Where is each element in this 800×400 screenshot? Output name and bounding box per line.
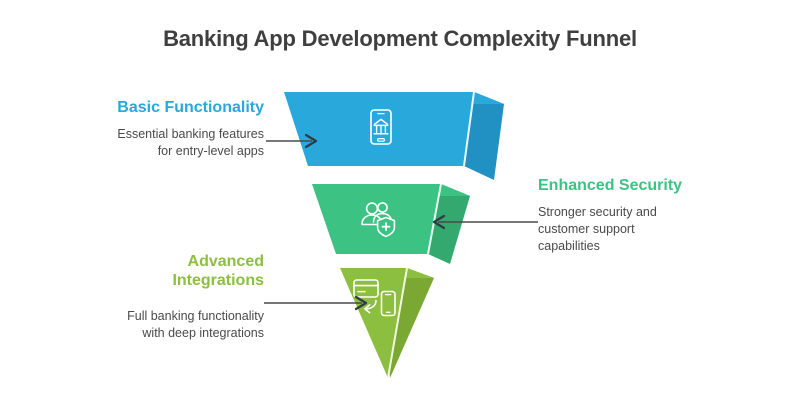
connector-arrow-basic: [266, 133, 318, 149]
stage-description-basic-functionality: Essential banking features for entry-lev…: [56, 126, 264, 160]
users-shield-icon: [361, 202, 396, 238]
stage-heading-word-advanced: Advanced: [187, 253, 264, 270]
stage-description-line: for entry-level apps: [157, 144, 264, 158]
stage-description-line: with deep integrations: [142, 326, 264, 340]
stage-description-line: Stronger security and: [538, 205, 657, 219]
stage-heading-basic-functionality: Basic Functionality: [117, 99, 264, 116]
funnel-stage-security-bevel-edge: [427, 183, 442, 255]
stage-description-line: customer support: [538, 222, 635, 236]
funnel-stage-advanced-front-face: [340, 268, 407, 378]
funnel-stage-security-front-face: [312, 184, 441, 254]
funnel-stage-basic-front-face: [284, 92, 474, 166]
mobile-bank-icon: [370, 109, 392, 145]
stage-description-enhanced-security: Stronger security and customer support c…: [538, 204, 758, 255]
funnel-stage-enhanced-security[interactable]: [312, 183, 470, 264]
funnel-stage-basic-side-face: [464, 92, 504, 180]
connector-arrow-advanced: [264, 295, 368, 311]
funnel-stage-basic-bevel-edge: [463, 91, 475, 167]
funnel-stage-basic-functionality[interactable]: [284, 91, 504, 180]
page-title: Banking App Development Complexity Funne…: [163, 26, 637, 51]
card-transfer-phone-icon: [353, 279, 396, 317]
connector-arrow-security: [432, 214, 538, 230]
funnel-stage-advanced-side-face: [388, 268, 434, 378]
stage-description-line: Full banking functionality: [127, 309, 264, 323]
funnel-stage-advanced-integrations[interactable]: [340, 267, 434, 379]
funnel-stage-security-side-face: [428, 184, 470, 264]
stage-label-enhanced-security[interactable]: Enhanced Security Stronger security and …: [538, 176, 758, 255]
funnel-stage-advanced-bevel-edge: [387, 267, 408, 379]
stage-description-advanced-integrations: Full banking functionality with deep int…: [56, 308, 264, 342]
stage-description-line: capabilities: [538, 239, 600, 253]
stage-heading-word-integrations: Integrations: [172, 272, 264, 289]
stage-label-basic-functionality[interactable]: Basic Functionality Essential banking fe…: [56, 98, 264, 160]
funnel-diagram: [284, 91, 504, 379]
stage-description-line: Essential banking features: [117, 127, 264, 141]
stage-label-advanced-integrations[interactable]: Advanced Integrations Advanced Integrati…: [56, 252, 264, 342]
stage-heading-enhanced-security: Enhanced Security: [538, 177, 683, 194]
stage-heading-advanced-integrations: Advanced Integrations Advanced Integrati…: [56, 252, 264, 290]
